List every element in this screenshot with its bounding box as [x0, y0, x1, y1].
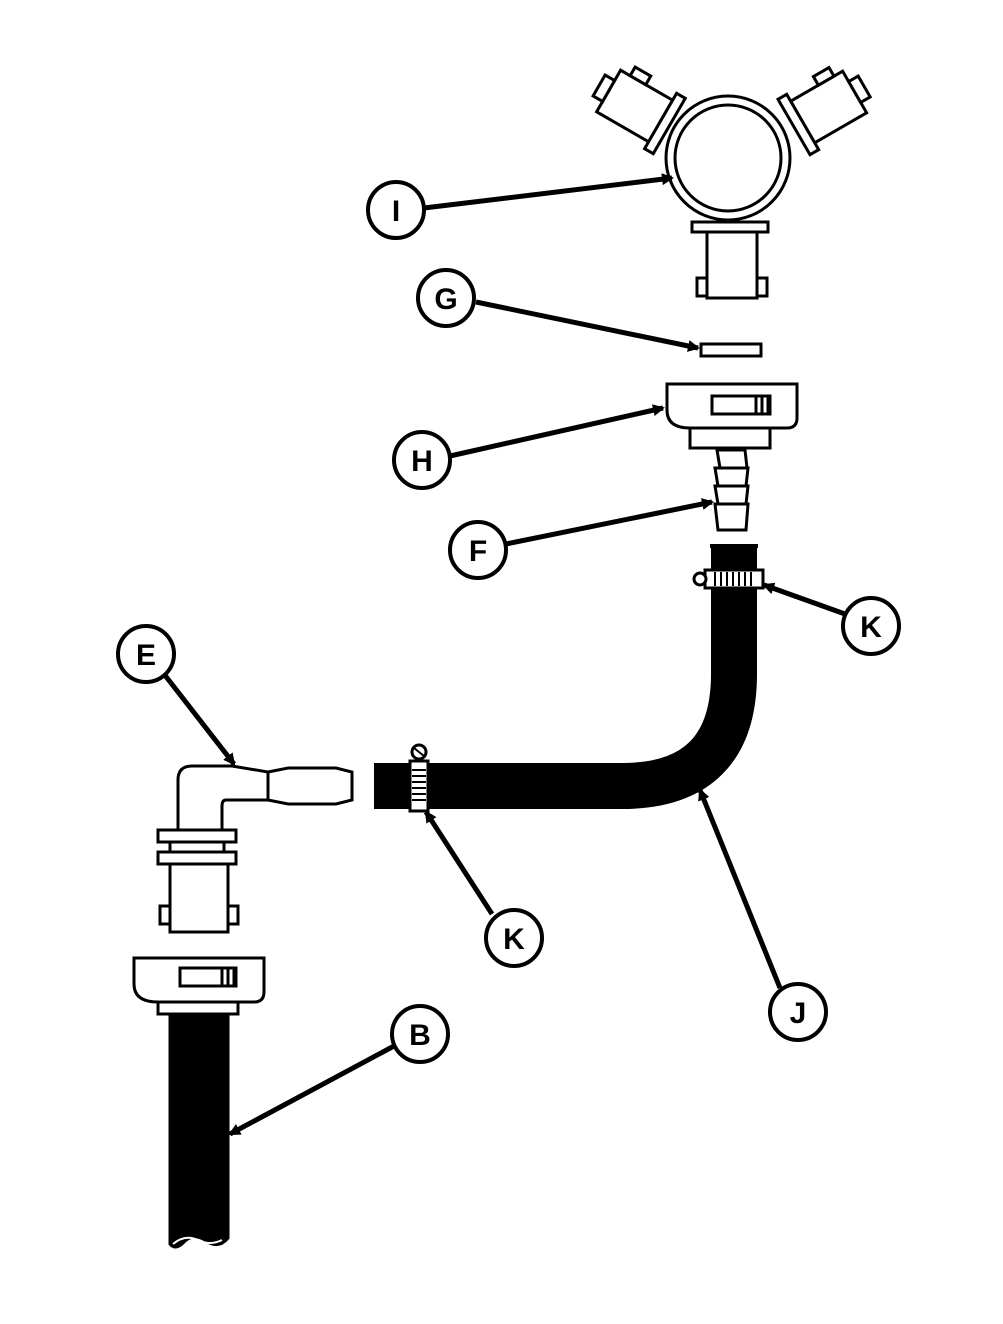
main-hose: [168, 1012, 230, 1249]
coupling-nut: [665, 382, 799, 450]
callout-J: J: [768, 982, 828, 1042]
lower-coupling-nut: [132, 956, 266, 1016]
left-solenoid: [591, 65, 688, 156]
callout-K-upper: K: [841, 596, 901, 656]
leader-G: [475, 299, 700, 352]
callout-label-I: I: [392, 195, 400, 228]
lower-hose-clamp: [408, 743, 430, 813]
callout-F: F: [448, 520, 508, 580]
leader-I: [423, 173, 674, 211]
callout-label-J: J: [790, 997, 807, 1030]
leader-J: [697, 788, 783, 989]
callout-I: I: [366, 180, 426, 240]
bent-hose: [374, 544, 757, 809]
leader-E: [162, 672, 236, 766]
barbed-fitting: [713, 448, 750, 532]
right-solenoid: [775, 65, 873, 157]
leader-H: [449, 404, 665, 459]
callout-label-H: H: [411, 445, 433, 478]
callout-label-G: G: [434, 283, 457, 316]
leader-lines: [162, 173, 846, 1137]
callout-label-F: F: [469, 535, 487, 568]
callout-B: B: [390, 1004, 450, 1064]
upper-hose-clamp: [692, 568, 765, 590]
leader-K-upper: [762, 582, 846, 617]
leader-B: [228, 1043, 396, 1137]
callout-label-B: B: [409, 1019, 431, 1052]
leader-K-lower: [423, 810, 495, 916]
callout-G: G: [416, 268, 476, 328]
callout-label-K-upper: K: [860, 611, 882, 644]
washer: [699, 342, 763, 358]
leader-F: [505, 498, 714, 547]
elbow-fitting: [156, 764, 354, 934]
callout-K-lower: K: [484, 908, 544, 968]
callout-label-K-lower: K: [503, 923, 525, 956]
callout-label-E: E: [136, 639, 156, 672]
callout-E: E: [116, 624, 176, 684]
callout-H: H: [392, 430, 452, 490]
y-valve-manifold: [591, 65, 873, 300]
